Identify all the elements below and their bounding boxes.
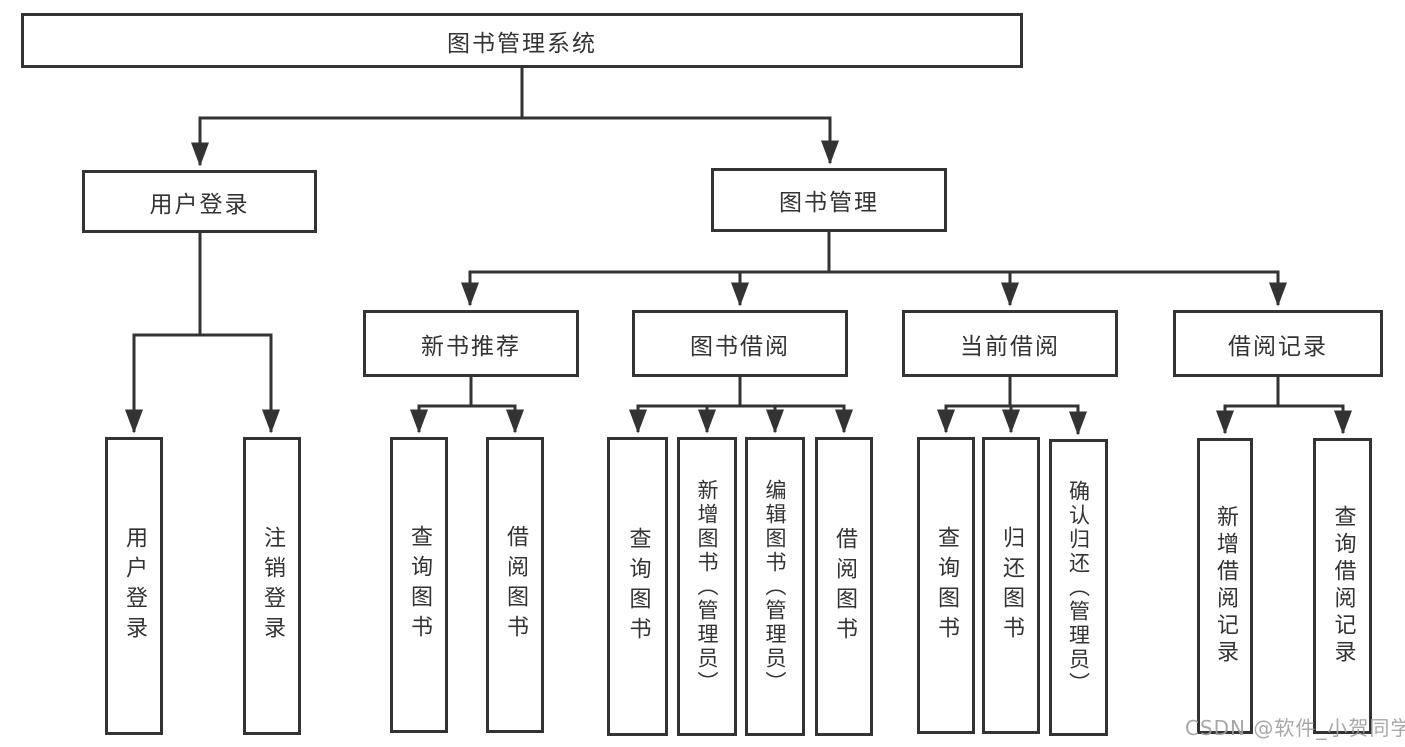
leaf-add-book-admin: 新增图书（管理员） [677, 437, 737, 736]
node-new-book-recommend: 新书推荐 [363, 310, 579, 377]
leaf-borrow-books-recommend: 借阅图书 [486, 437, 544, 733]
node-book-management: 图书管理 [711, 168, 947, 232]
node-book-borrow: 图书借阅 [632, 310, 848, 377]
csdn-watermark: CSDN @软件_小贺同学 [1185, 716, 1405, 740]
leaf-query-borrow-record: 查询借阅记录 [1313, 438, 1372, 734]
leaf-add-borrow-record: 新增借阅记录 [1197, 438, 1253, 734]
node-borrow-records: 借阅记录 [1173, 310, 1383, 377]
leaf-user-login: 用户登录 [105, 437, 163, 735]
leaf-edit-book-admin: 编辑图书（管理员） [745, 437, 805, 736]
leaf-query-books-borrow: 查询图书 [607, 437, 668, 736]
node-root-system: 图书管理系统 [21, 13, 1023, 68]
leaf-query-books-recommend: 查询图书 [390, 437, 448, 733]
node-current-borrow: 当前借阅 [902, 310, 1118, 377]
leaf-confirm-return-admin: 确认归还（管理员） [1049, 439, 1108, 736]
leaf-logout: 注销登录 [243, 437, 301, 735]
node-user-login: 用户登录 [82, 170, 317, 233]
leaf-borrow-books-borrow: 借阅图书 [815, 437, 873, 736]
leaf-return-book: 归还图书 [982, 437, 1040, 734]
leaf-query-books-current: 查询图书 [917, 437, 975, 734]
